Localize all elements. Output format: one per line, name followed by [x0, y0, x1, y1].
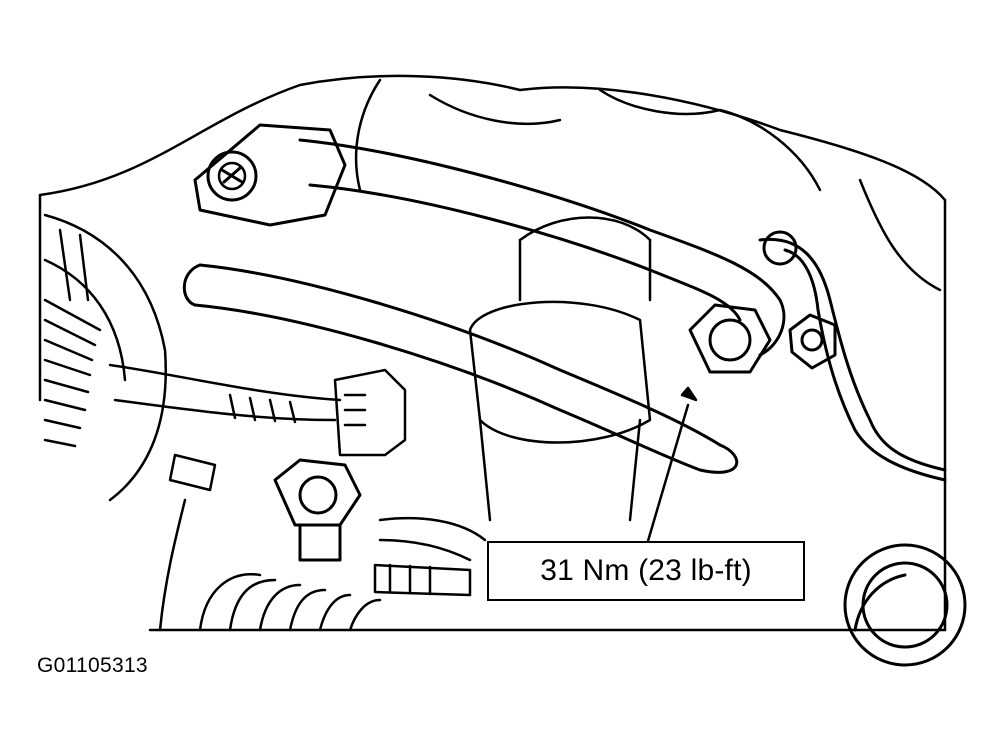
figure-id-label: G01105313	[37, 654, 148, 677]
torque-spec-label: 31 Nm (23 lb-ft)	[540, 554, 752, 587]
leader-arrow	[646, 386, 698, 543]
left-lower-hose	[158, 453, 217, 632]
right-pipe-loop	[758, 230, 947, 482]
left-fan-shroud	[43, 213, 167, 502]
tie-rod-end	[373, 563, 472, 597]
bellows-boot	[198, 516, 487, 632]
center-bolt	[273, 458, 362, 562]
return-line-hose	[182, 263, 739, 474]
wheel-hub	[843, 543, 967, 667]
torque-callout-box: 31 Nm (23 lb-ft)	[487, 541, 805, 601]
pump-body	[468, 216, 652, 522]
pump-fitting-nut	[688, 303, 837, 374]
pressure-line-hose	[193, 123, 786, 357]
sensor-wiring	[108, 363, 407, 457]
engine-background-outline	[38, 74, 947, 632]
